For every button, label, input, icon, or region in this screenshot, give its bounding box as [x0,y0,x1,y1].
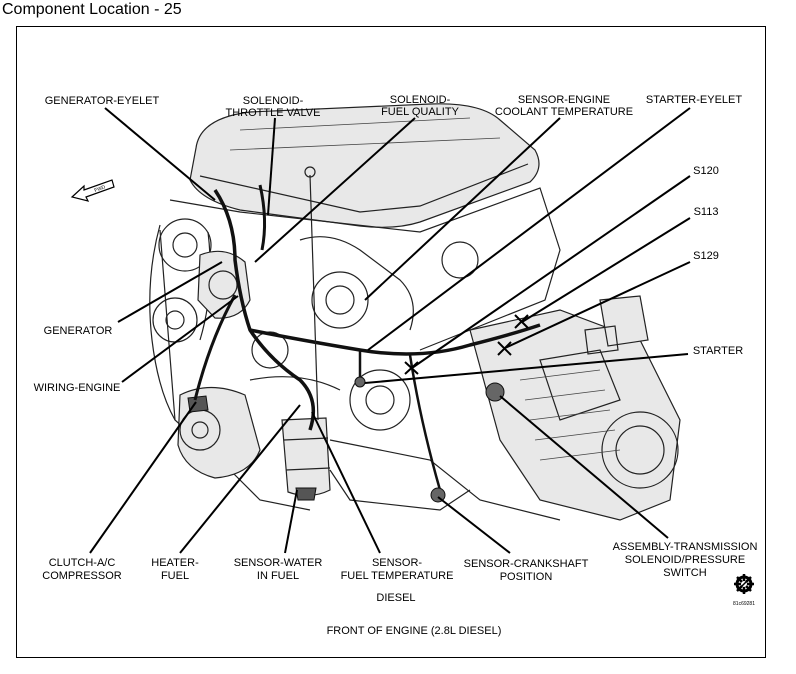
leader-sensor-coolant [364,117,561,301]
label-starter: STARTER [693,345,743,357]
label-transmission-3: SWITCH [663,567,706,579]
leader-generator [117,261,223,323]
gear-logo [734,574,754,594]
label-sensor-coolant-2: COOLANT TEMPERATURE [495,106,633,118]
label-s113: S113 [694,206,719,218]
label-generator: GENERATOR [44,325,113,337]
label-heater-fuel-1: HEATER- [151,557,199,569]
leader-wiring-engine [121,295,239,383]
label-sensor-crank-1: SENSOR-CRANKSHAFT [464,558,589,570]
label-wiring-engine: WIRING-ENGINE [34,382,121,394]
label-starter-eyelet: STARTER-EYELET [646,94,742,106]
leader-starter [364,353,689,384]
leader-s113 [521,217,691,323]
figure-frame [16,26,766,658]
leader-transmission [499,395,669,539]
leader-s129 [504,261,691,349]
leader-lines [89,107,691,554]
leader-s120 [411,175,691,369]
leader-solenoid-fuel [254,117,416,263]
label-sensor-fuel-temp-2: FUEL TEMPERATURE [341,570,454,582]
label-diesel: DIESEL [376,592,415,604]
label-sensor-coolant-1: SENSOR-ENGINE [518,94,610,106]
label-solenoid-fuel-2: FUEL QUALITY [381,106,459,118]
label-heater-fuel-2: FUEL [161,570,189,582]
engine-illustration [149,103,681,521]
label-s129: S129 [693,250,719,262]
figure-caption: FRONT OF ENGINE (2.8L DIESEL) [327,625,502,637]
leader-heater-fuel [179,404,301,554]
label-transmission-2: SOLENOID/PRESSURE [625,554,745,566]
label-clutch-ac-2: COMPRESSOR [42,570,122,582]
fwd-text: FWD [94,184,107,194]
label-transmission-1: ASSEMBLY-TRANSMISSION [613,541,758,553]
label-generator-eyelet: GENERATOR-EYELET [45,95,160,107]
label-clutch-ac-1: CLUTCH-A/C [49,557,116,569]
label-sensor-water-2: IN FUEL [257,570,299,582]
leader-starter-eyelet [367,107,691,351]
figure-code: 81c69281 [733,601,755,607]
label-sensor-crank-2: POSITION [500,571,553,583]
leader-sensor-fuel-temp [311,411,381,554]
leader-sensor-crank [437,496,511,554]
label-solenoid-throttle-1: SOLENOID- [243,95,304,107]
page-title: Component Location - 25 [2,1,182,18]
label-s120: S120 [693,165,719,177]
forward-arrow: FWD [70,179,115,202]
leader-sensor-water [284,489,298,554]
label-solenoid-throttle-2: THROTTLE VALVE [226,107,321,119]
label-sensor-fuel-temp-1: SENSOR- [372,557,422,569]
leader-solenoid-throttle [267,117,276,216]
labels: GENERATOR-EYELET SOLENOID- THROTTLE VALV… [34,94,758,637]
leader-generator-eyelet [104,107,216,201]
label-solenoid-fuel-1: SOLENOID- [390,94,451,106]
leader-clutch-ac [89,401,197,554]
label-sensor-water-1: SENSOR-WATER [234,557,323,569]
